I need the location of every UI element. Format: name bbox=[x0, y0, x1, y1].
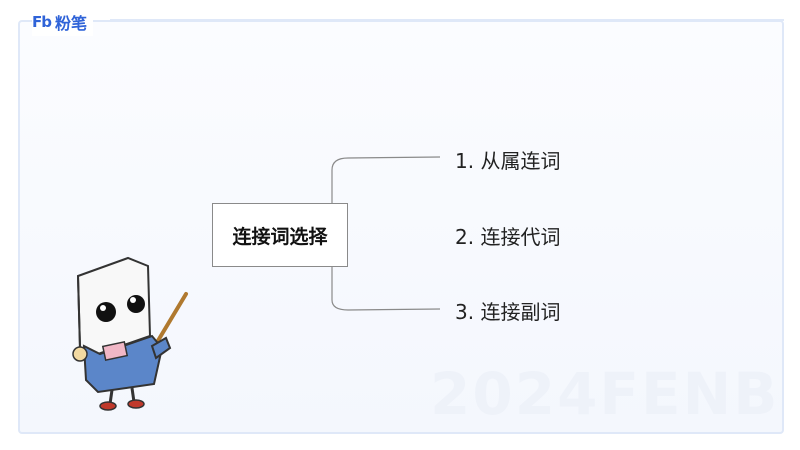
mindmap-item-3: 3. 连接副词 bbox=[455, 300, 561, 324]
frame-top-border bbox=[110, 19, 784, 21]
chalk-mascot-icon bbox=[72, 256, 188, 411]
mindmap-item-2: 2. 连接代词 bbox=[455, 225, 561, 249]
brand-logo: Fb 粉笔 bbox=[32, 8, 93, 36]
mindmap-item-1: 1. 从属连词 bbox=[455, 149, 561, 173]
pointer-stick-icon bbox=[154, 292, 188, 346]
logo-text: 粉笔 bbox=[54, 14, 87, 33]
watermark: 2024FENBI bbox=[430, 360, 775, 428]
mindmap-root: 连接词选择 bbox=[212, 203, 348, 267]
logo-mark: Fb bbox=[32, 13, 52, 31]
